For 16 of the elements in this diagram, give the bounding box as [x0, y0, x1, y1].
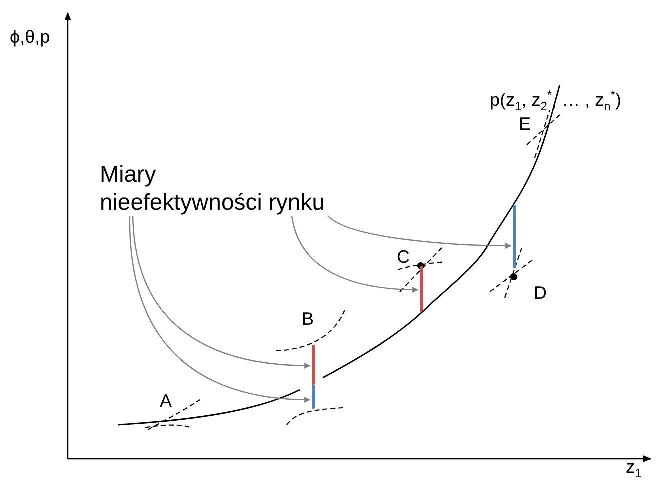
measure-bar: [312, 345, 315, 385]
label: D: [534, 282, 547, 304]
label: B: [302, 308, 314, 330]
label: z$_{1}$: [626, 456, 642, 482]
label: E: [519, 113, 532, 135]
label: A: [160, 390, 172, 412]
arrow: [132, 216, 311, 369]
measure-bar: [513, 205, 516, 268]
arrow: [291, 216, 419, 293]
measure-bar: [420, 266, 423, 312]
label: C: [397, 246, 410, 268]
arrow: [129, 216, 311, 403]
annotation-text: Miary nieefektywności rynku: [100, 160, 380, 216]
label: ϕ,θ,p: [10, 26, 50, 48]
arrow: [328, 216, 512, 249]
measure-bar: [312, 385, 315, 409]
